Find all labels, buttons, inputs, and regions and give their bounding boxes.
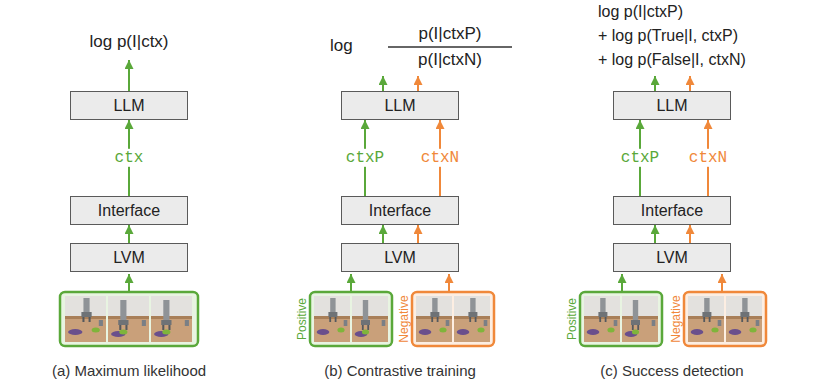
input-arrow [128,274,130,292]
box-label: LVM [107,249,151,267]
process-box: LVM [341,243,459,272]
frame-label: Negative [669,295,683,342]
process-box: Interface [70,196,188,225]
frame-image [151,296,192,342]
input-arrow [350,274,352,292]
negative-frame [684,292,766,346]
output-arrow [417,76,419,91]
positive-frame [310,292,392,346]
connector-arrow [654,225,656,243]
frame-image [688,296,724,342]
process-box: LLM [613,91,731,120]
box-label: LLM [378,97,421,115]
connector-arrow [382,225,384,243]
input-arrow [448,274,450,292]
output-formula: log p(I|ctxP) [598,2,683,21]
output-formula: log [330,36,353,56]
box-label: Interface [363,202,437,220]
negative-frame [412,292,494,346]
frame-image [454,296,490,342]
positive-frame [60,292,198,346]
frame-image [726,296,762,342]
panel-caption: (c) Success detection [600,362,743,380]
box-label: LLM [107,97,150,115]
output-formula: p(I|ctxN) [418,50,482,70]
frame-image [416,296,452,342]
panel-caption: (b) Contrastive training [324,362,476,380]
output-formula: + log p(False|I, ctxN) [598,50,746,69]
context-label: ctx [113,149,146,167]
frame-image [352,296,388,342]
context-label: ctxP [619,149,661,167]
input-arrow [721,274,723,292]
output-arrow [382,76,384,91]
context-label: ctxN [419,149,461,167]
process-box: LVM [70,243,188,272]
connector-arrow [689,225,691,243]
positive-frame [580,292,662,346]
output-formula: p(I|ctxP) [419,24,482,44]
connector-arrow [417,225,419,243]
process-box: LLM [341,91,459,120]
fraction-bar [388,46,512,47]
frame-label: Positive [565,298,579,340]
frame-image [314,296,350,342]
frame-image [622,296,658,342]
frame-label: Positive [295,298,309,340]
frame-image [584,296,620,342]
box-label: LLM [650,97,693,115]
context-label: ctxP [344,149,386,167]
frame-label: Negative [397,295,411,342]
output-arrow [654,76,656,91]
input-arrow [621,274,623,292]
output-formula: + log p(True|I, ctxP) [598,26,738,45]
process-box: LLM [70,91,188,120]
connector-arrow [128,225,130,243]
process-box: Interface [341,196,459,225]
panel-caption: (a) Maximum likelihood [52,362,206,380]
context-label: ctxN [687,149,729,167]
output-arrow [689,76,691,91]
process-box: LVM [613,243,731,272]
box-label: Interface [92,202,166,220]
box-label: LVM [378,249,422,267]
output-arrow [128,60,130,91]
box-label: LVM [650,249,694,267]
box-label: Interface [635,202,709,220]
frame-image [108,296,149,342]
frame-image [65,296,106,342]
process-box: Interface [613,196,731,225]
output-formula: log p(I|ctx) [89,32,168,52]
